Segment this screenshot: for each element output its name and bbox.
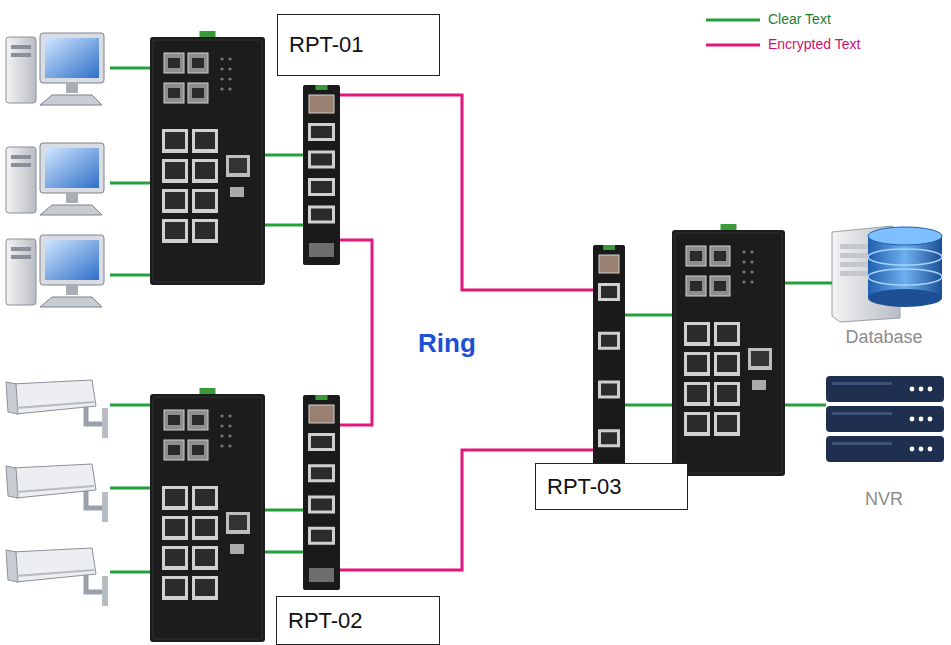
clear-text-wire [265,509,303,512]
ring-label: Ring [418,328,476,359]
repeater-device [303,395,340,590]
device-name: NVR [865,489,903,509]
clear-text-wire [265,154,303,157]
nvr-node: NVR [820,370,948,510]
device-caption: Database [820,327,948,348]
encrypted-link [340,240,372,425]
legend-label: Clear Text [768,11,831,27]
security-camera [6,464,108,522]
clear-text-wire [265,224,303,227]
device-caption: NVR [820,489,948,510]
repeater-node: RPT-01 [303,85,340,265]
security-camera [6,548,108,606]
device-name: Database [845,327,922,347]
device-label: RPT-02 [288,608,363,634]
desktop-pc [6,235,104,307]
desktop-pc [6,33,104,105]
legend-sample-line [706,44,760,47]
database-node: Database [820,222,948,348]
device-label: RPT-03 [547,474,622,500]
device-label-box: RPT-01 [277,14,440,76]
clear-text-wire [110,67,150,70]
clear-text-wire [785,404,826,407]
legend-sample-line [706,19,760,22]
clear-text-wire [625,404,672,407]
clear-text-wire [110,571,150,574]
legend-label: Encrypted Text [768,36,860,52]
clear-text-wire [265,551,303,554]
repeater-node: RPT-03 [593,245,625,510]
industrial-switch [150,31,265,285]
clear-text-wire [785,282,832,285]
industrial-switch [672,224,785,476]
clear-text-wire [110,274,150,277]
repeater-node: RPT-02 [303,395,340,590]
nvr-icon [826,376,944,462]
desktop-pc [6,143,104,215]
clear-text-wire [110,404,150,407]
device-label-box: RPT-02 [276,596,440,645]
encrypted-link [340,95,593,290]
database-icon [832,226,942,322]
clear-text-wire [625,314,672,317]
clear-text-wire [110,182,150,185]
industrial-switch [150,388,265,642]
device-label: RPT-01 [289,32,364,58]
device-label-box: RPT-03 [535,463,688,510]
clear-text-wire [110,487,150,490]
repeater-device [303,85,340,265]
security-camera [6,380,108,438]
